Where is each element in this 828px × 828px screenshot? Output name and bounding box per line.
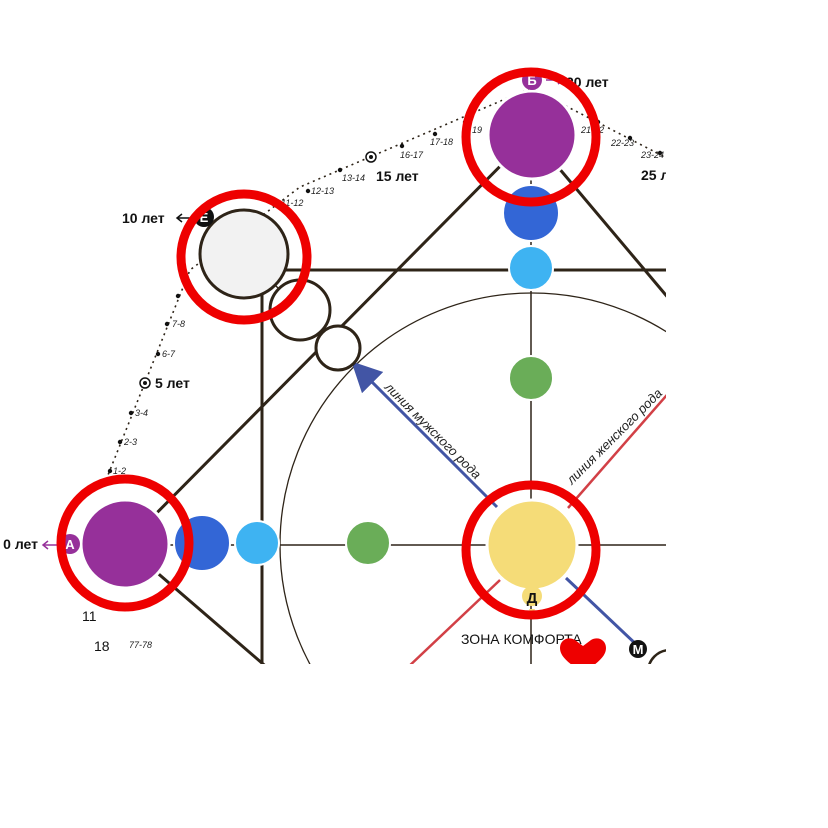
female-line-upper <box>567 394 666 509</box>
tick-dot <box>117 439 123 445</box>
male-line-label: линия мужского рода <box>381 379 484 482</box>
age-label-25: 25 л <box>641 167 669 183</box>
highlight-ring-b <box>461 67 601 207</box>
tick-dot <box>155 351 161 357</box>
age-label-0: 0 лет <box>3 536 38 552</box>
tick-label-16-17: 16-17 <box>400 150 424 160</box>
comfort-zone-label: ЗОНА КОМФОРТА <box>461 631 582 647</box>
point-d-letter: Д <box>527 590 538 607</box>
tick-dot <box>128 410 134 416</box>
a-green-circle <box>345 520 391 566</box>
tick-label-12-13: 12-13 <box>311 186 334 196</box>
highlight-ring-a <box>56 474 194 612</box>
m-circle-partial <box>648 649 666 664</box>
b-green-circle <box>508 355 554 401</box>
tick-label-19: 19 <box>472 125 482 135</box>
point-b-circle <box>486 89 578 181</box>
heart-icon <box>560 638 606 664</box>
male-line-upper <box>351 361 499 509</box>
tick-label-22-23: 22-23 <box>610 138 634 148</box>
point-a-circle <box>79 498 171 590</box>
point-e-circle <box>198 208 290 300</box>
target-15-inner <box>369 155 373 159</box>
tick-label-2-3: 2-3 <box>123 437 137 447</box>
highlight-rings <box>56 67 601 620</box>
b-dark-blue-circle <box>502 184 560 242</box>
tick-dot <box>175 293 181 299</box>
point-d-circle <box>485 498 579 592</box>
age-label-10: 10 лет <box>122 210 165 226</box>
tick-label-6-7: 6-7 <box>162 349 176 359</box>
tick-label-77-78: 77-78 <box>129 640 152 650</box>
point-b-letter: Б <box>527 73 536 88</box>
number-18: 18 <box>94 638 110 654</box>
tick-label-11-12: 11-12 <box>281 198 303 208</box>
tick-dot <box>432 131 438 137</box>
tick-dot <box>107 468 113 474</box>
tick-label-23-24: 23-24 <box>640 150 664 160</box>
tick-label-17-18: 17-18 <box>430 137 453 147</box>
b-light-blue-circle <box>508 245 554 291</box>
diagram-content: линия мужского рода линия женского рода … <box>3 70 669 664</box>
a-light-blue-circle <box>234 520 280 566</box>
point-a-letter: А <box>65 537 75 552</box>
tick-dot <box>399 143 405 149</box>
tick-label-3-4: 3-4 <box>135 408 148 418</box>
point-d-badge <box>522 586 542 606</box>
age-arc-line <box>105 87 666 481</box>
tick-dot <box>164 321 170 327</box>
tick-dot <box>337 167 343 173</box>
tick-label-7-8: 7-8 <box>172 319 185 329</box>
point-e-letter: Е <box>200 210 209 225</box>
point-m-badge <box>629 640 647 658</box>
number-11: 11 <box>82 608 97 624</box>
tick-dot <box>627 135 633 141</box>
a-arrow <box>41 540 58 550</box>
highlight-ring-e <box>176 189 312 325</box>
tick-label-13-14: 13-14 <box>342 173 365 183</box>
tick-dot <box>305 188 311 194</box>
female-line-label: линия женского рода <box>563 386 665 488</box>
highlight-ring-d <box>461 480 601 620</box>
tick-label-1-2: 1-2 <box>113 466 126 476</box>
point-m-letter: М <box>633 642 644 657</box>
chain-circle-small <box>314 324 362 372</box>
age-label-15: 15 лет <box>376 168 419 184</box>
age-label-5: 5 лет <box>155 375 190 391</box>
target-5-inner <box>143 381 147 385</box>
tick-dot <box>657 150 663 156</box>
